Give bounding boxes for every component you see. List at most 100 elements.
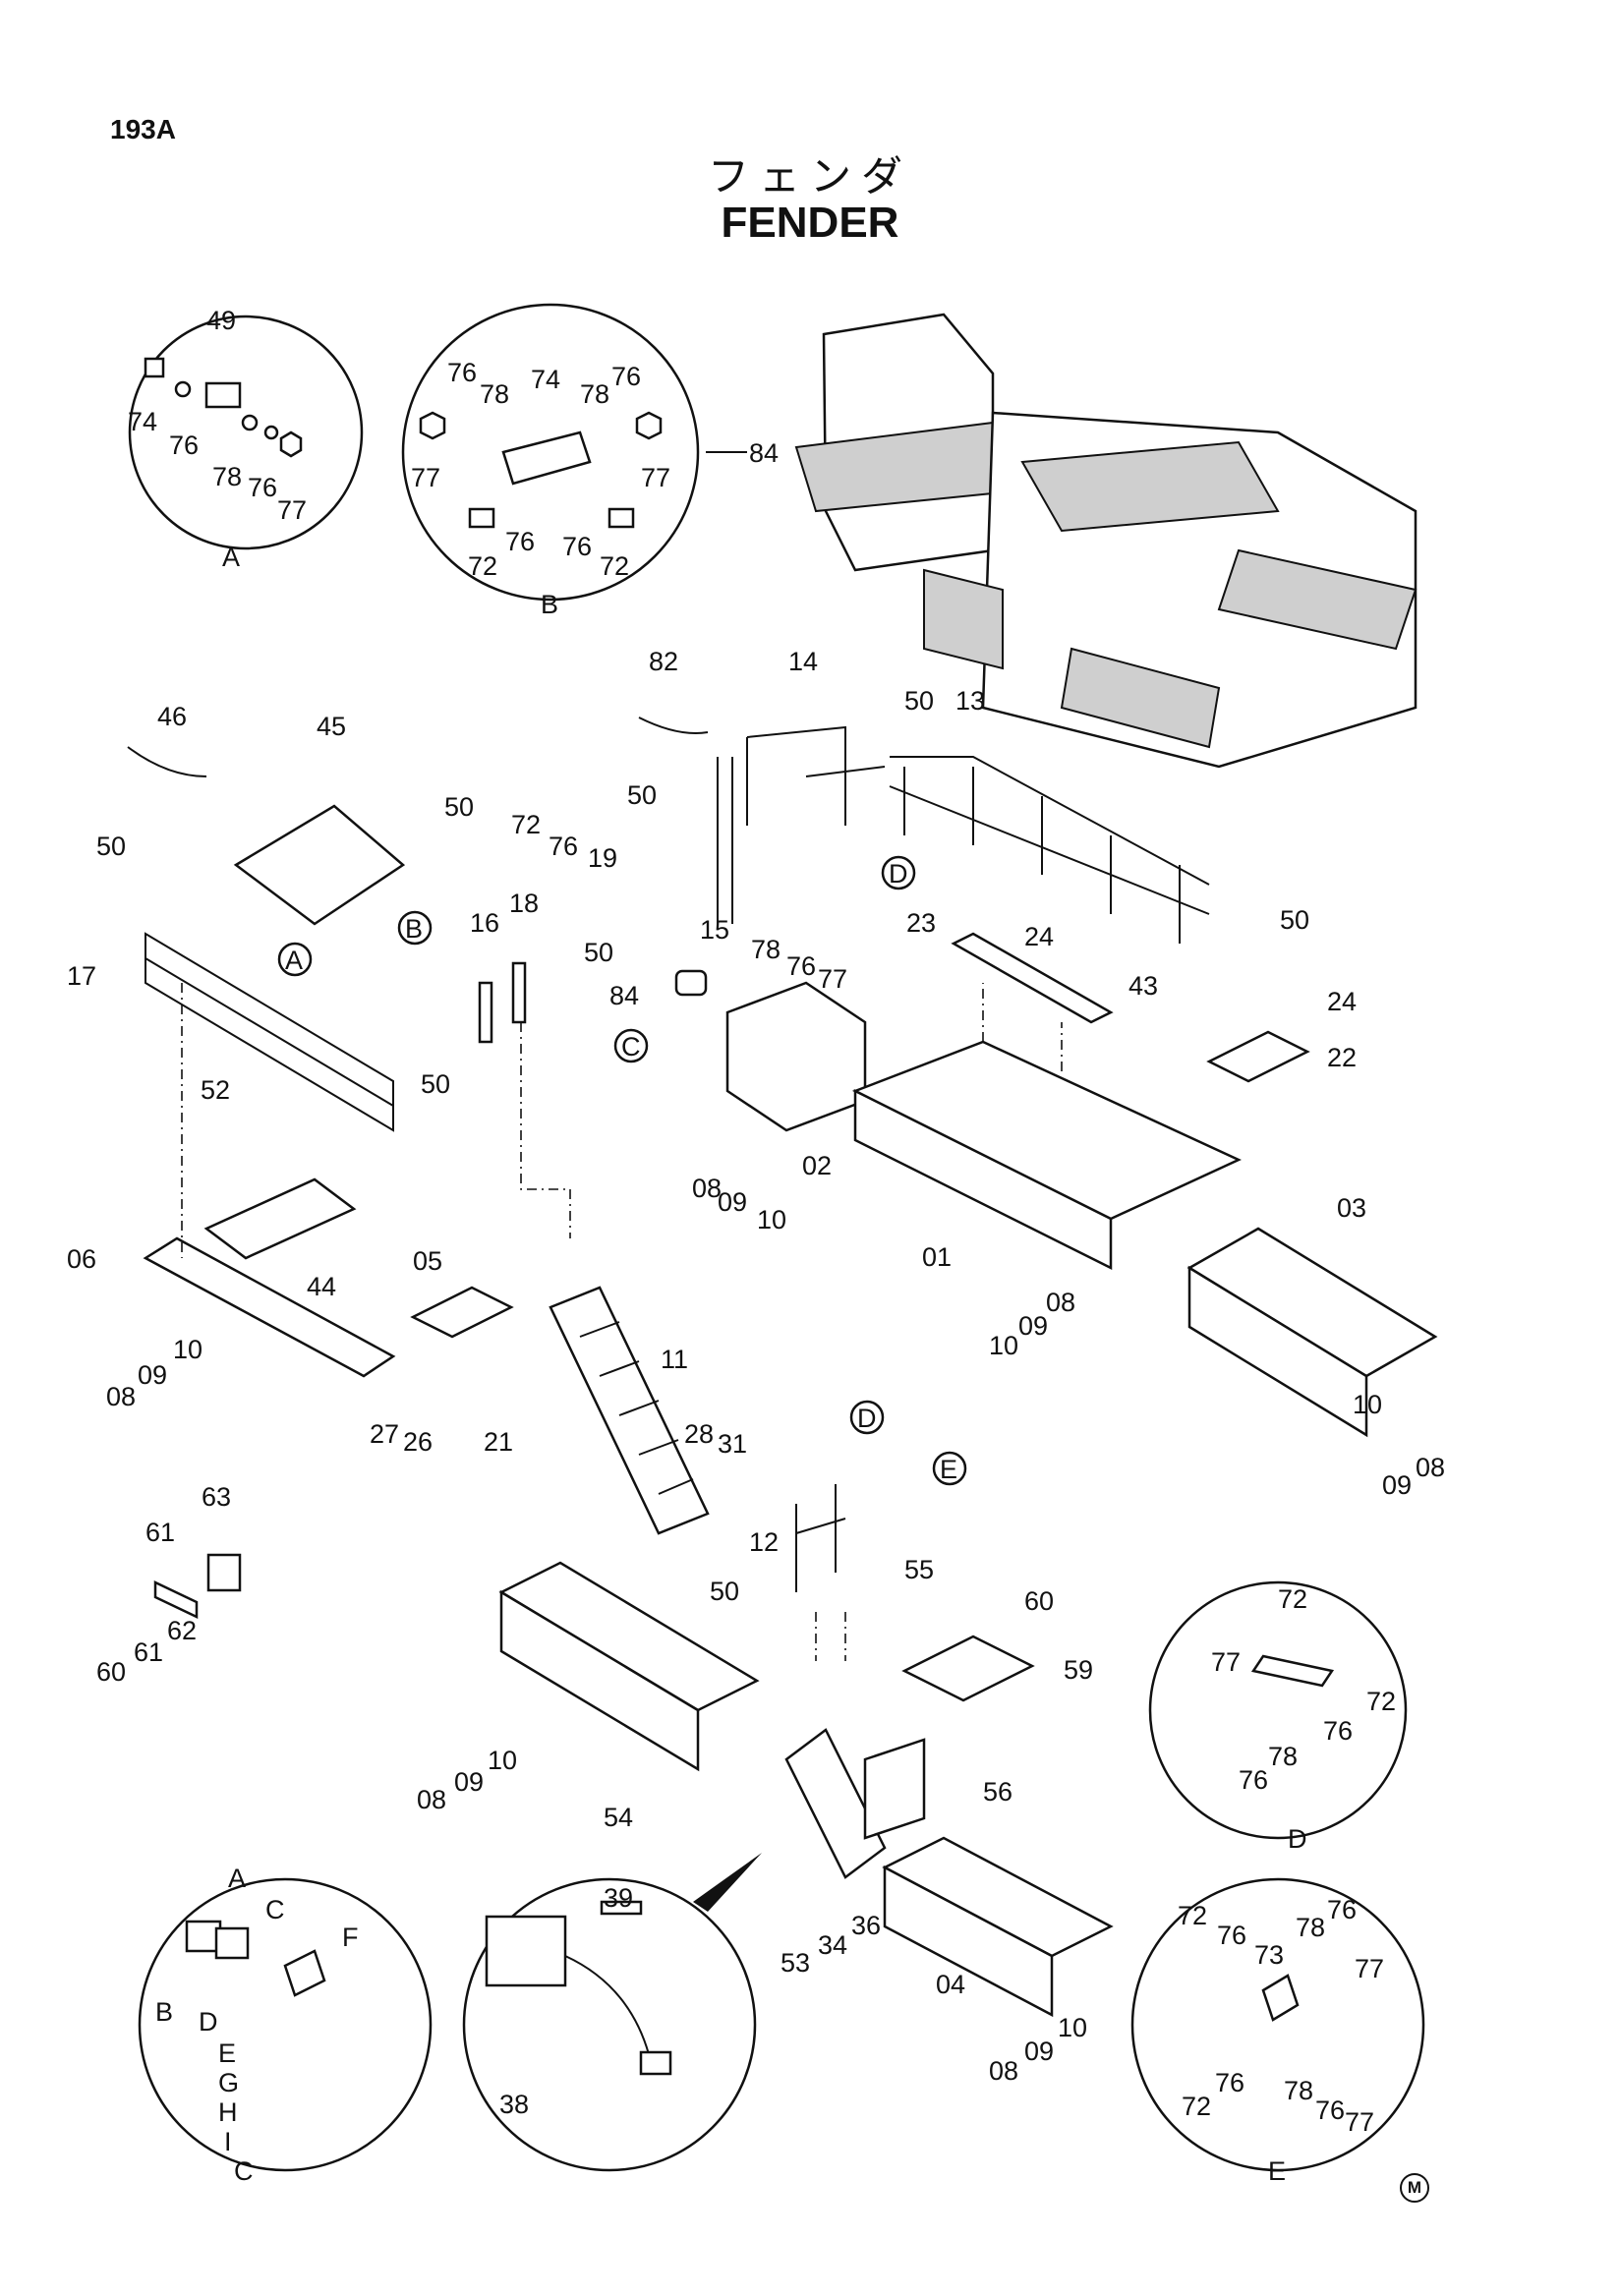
step-05 bbox=[410, 1286, 514, 1339]
view-letters: A B D C E bbox=[222, 543, 1307, 2186]
label-36: 36 bbox=[851, 1911, 881, 1940]
label-78-e1: 76 bbox=[1217, 1921, 1246, 1950]
detail-circle-a bbox=[128, 315, 364, 550]
house-side-walkway bbox=[1060, 647, 1221, 749]
label-78-b3: 76 bbox=[505, 527, 535, 556]
conn-h: H bbox=[218, 2097, 238, 2127]
label-76-e1: 72 bbox=[1178, 1901, 1207, 1930]
label-79-d: 77 bbox=[1211, 1647, 1241, 1677]
label-03: 03 bbox=[1337, 1193, 1366, 1223]
label-09-3: 09 bbox=[1018, 1311, 1048, 1341]
label-10-4: 10 bbox=[488, 1746, 517, 1775]
circled-callouts: A B C D D E bbox=[277, 855, 967, 1486]
label-09-1: 09 bbox=[138, 1360, 167, 1390]
label-10-1: 10 bbox=[173, 1335, 202, 1364]
label-01: 01 bbox=[922, 1242, 952, 1272]
label-49-6: 50 bbox=[627, 780, 657, 810]
label-46: 46 bbox=[157, 702, 187, 731]
label-09-4: 09 bbox=[454, 1767, 484, 1797]
label-59: 61 bbox=[145, 1518, 175, 1547]
label-27: 27 bbox=[370, 1419, 399, 1449]
label-09-2: 09 bbox=[718, 1187, 747, 1217]
conn-f: F bbox=[342, 1923, 359, 1952]
ladder-11 bbox=[549, 1286, 710, 1535]
bolt-76-left bbox=[468, 507, 495, 529]
label-55: 59 bbox=[1064, 1655, 1093, 1685]
label-34: 34 bbox=[818, 1930, 847, 1960]
bracket-59 bbox=[153, 1580, 199, 1619]
box-52-front bbox=[499, 1589, 700, 1772]
label-48: 53 bbox=[781, 1948, 810, 1978]
bracket-16 bbox=[478, 981, 493, 1044]
view-letter-d: D bbox=[1288, 1824, 1307, 1854]
detail-circle-d bbox=[1148, 1580, 1408, 1840]
view-letter-e: E bbox=[1268, 2156, 1286, 2186]
label-28: 28 bbox=[684, 1419, 714, 1449]
label-84-mid: 84 bbox=[609, 981, 639, 1010]
label-78-m: 76 bbox=[549, 832, 578, 861]
label-08-6: 08 bbox=[1416, 1453, 1445, 1482]
label-49-3: 50 bbox=[584, 938, 613, 967]
label-79-e2: 77 bbox=[1345, 2107, 1374, 2137]
label-49-5: 50 bbox=[904, 686, 934, 716]
bracket-73 bbox=[1261, 1974, 1300, 2022]
label-79-b1: 77 bbox=[411, 463, 440, 492]
ref-line-1 bbox=[520, 1022, 571, 1238]
label-24-2: 24 bbox=[1327, 987, 1357, 1016]
callout-b: B bbox=[405, 914, 423, 944]
page-code: 193A bbox=[110, 114, 176, 144]
bracket-74 bbox=[501, 430, 592, 486]
switch-connector bbox=[639, 2050, 672, 2076]
label-15: 15 bbox=[700, 915, 729, 945]
conn-i: I bbox=[224, 2127, 232, 2156]
label-10-3: 10 bbox=[989, 1331, 1018, 1360]
handrail-15 bbox=[717, 757, 733, 924]
switch-cable bbox=[564, 1955, 650, 2055]
label-54: 56 bbox=[983, 1777, 1012, 1807]
handrail-14 bbox=[746, 725, 886, 826]
detail-circle-e bbox=[1130, 1877, 1425, 2172]
label-80-b1: 78 bbox=[480, 379, 509, 409]
nut-79-left bbox=[419, 411, 446, 440]
conn-c: C bbox=[265, 1895, 285, 1924]
label-79-a: 77 bbox=[277, 495, 307, 525]
label-19: 19 bbox=[588, 843, 617, 873]
callout-d: D bbox=[889, 859, 908, 889]
label-78-a: 76 bbox=[169, 430, 199, 460]
grating-55 bbox=[901, 1635, 1035, 1702]
label-76-m: 72 bbox=[511, 810, 541, 839]
fence-45 bbox=[233, 804, 406, 926]
callout-e: E bbox=[940, 1455, 957, 1484]
label-80-d: 78 bbox=[1268, 1742, 1298, 1771]
detail-circle-c bbox=[138, 1877, 433, 2172]
label-78-b2: 76 bbox=[611, 362, 641, 391]
rope-46 bbox=[127, 746, 207, 777]
bracket-18 bbox=[511, 961, 527, 1024]
label-79-e1: 77 bbox=[1355, 1954, 1384, 1983]
label-09-5: 09 bbox=[1024, 2037, 1054, 2066]
label-49-2: 50 bbox=[96, 832, 126, 861]
ladder-11-rungs bbox=[579, 1321, 694, 1495]
label-78-d1: 76 bbox=[1323, 1716, 1353, 1746]
bracket-53 bbox=[795, 1484, 846, 1592]
washer-80 bbox=[241, 414, 259, 431]
label-49-7: 50 bbox=[1280, 905, 1309, 935]
house-side-panel bbox=[923, 568, 1004, 670]
title-japanese: フェンダ bbox=[707, 152, 912, 201]
label-02: 02 bbox=[802, 1151, 832, 1180]
label-80-a: 78 bbox=[212, 462, 242, 491]
label-23: 23 bbox=[906, 908, 936, 938]
label-08-2: 08 bbox=[692, 1174, 722, 1203]
label-52: 54 bbox=[604, 1803, 633, 1832]
switch-38 bbox=[485, 1915, 567, 1987]
detail-circle-b bbox=[401, 303, 700, 602]
support-02 bbox=[725, 981, 867, 1132]
view-letter-b: B bbox=[541, 590, 558, 619]
view-letter-a: A bbox=[222, 543, 240, 572]
label-45: 45 bbox=[317, 712, 346, 741]
label-84-top: 84 bbox=[749, 438, 779, 468]
conn-d: D bbox=[199, 2007, 218, 2037]
label-43: 44 bbox=[307, 1272, 336, 1301]
